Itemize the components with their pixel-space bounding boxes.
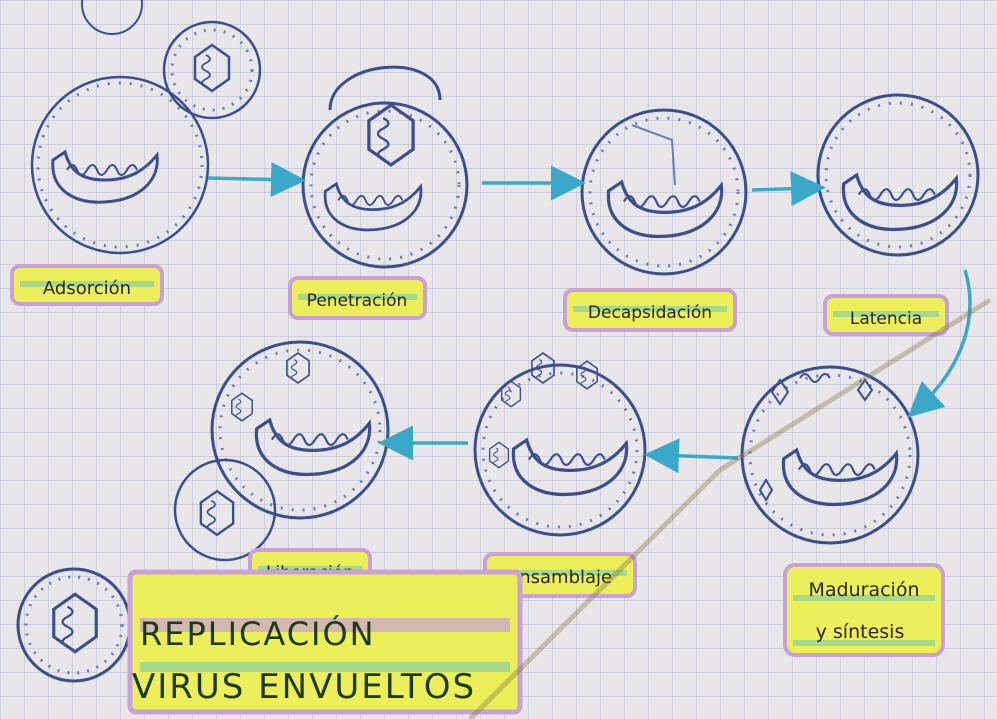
- title-block: REPLICACIÓN VIRUS ENVUELTOS: [127, 569, 523, 715]
- stage-label: Penetración: [307, 291, 408, 311]
- arrow-icon: [751, 171, 826, 207]
- stage-label: Maduración: [809, 579, 920, 601]
- label-adsorcion-group: Adsorción: [10, 264, 164, 306]
- arrow-icon: [644, 438, 739, 474]
- title-line-1: REPLICACIÓN: [140, 614, 376, 653]
- cell-icon: [36, 81, 204, 249]
- label-latencia-group: Latencia: [823, 294, 949, 336]
- label-maduracion-group: Maduración y síntesis: [783, 563, 945, 657]
- pencil-stroke: [468, 297, 992, 719]
- stage-label-line2: y síntesis: [816, 621, 905, 643]
- stage-maduracion: [740, 365, 920, 545]
- title-line-2: VIRUS ENVUELTOS: [132, 667, 476, 707]
- label-decapsidacion-group: Decapsidación: [563, 288, 737, 332]
- stage-label: Latencia: [850, 309, 922, 329]
- label-penetracion-group: Penetración: [288, 276, 427, 320]
- stage-label: Adsorción: [43, 278, 131, 299]
- stage-adsorcion: [30, 0, 262, 255]
- arrow-icon: [907, 269, 972, 418]
- process-arrows: [207, 162, 972, 474]
- arrow-icon: [207, 162, 306, 197]
- stage-label: Ensamblaje: [508, 567, 612, 588]
- stage-label: Decapsidación: [588, 303, 712, 323]
- cell-icon: [740, 365, 920, 545]
